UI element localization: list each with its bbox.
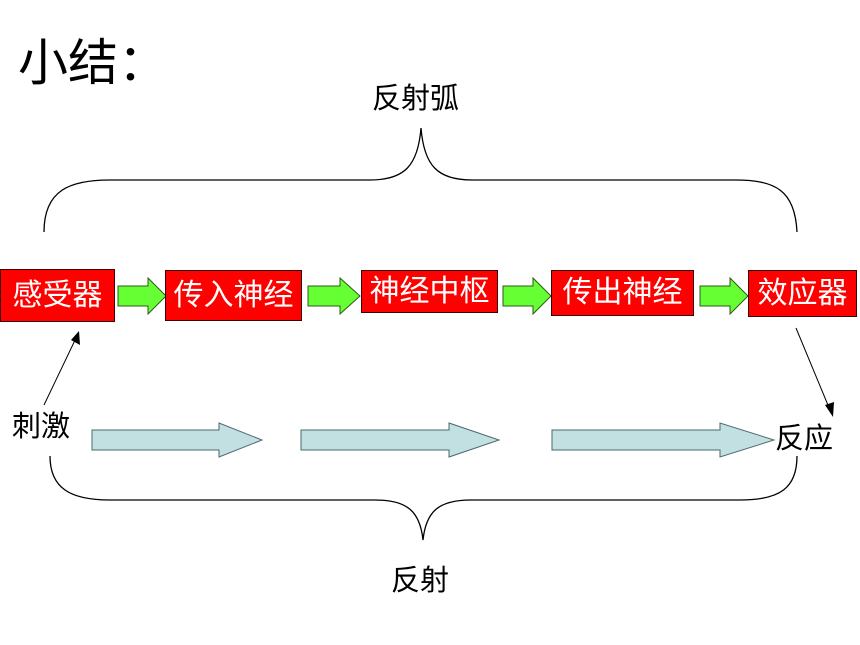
component-box-afferent-nerve: 传入神经	[165, 270, 302, 321]
bottom-arrow-2	[300, 422, 501, 458]
component-box-efferent-nerve: 传出神经	[551, 270, 694, 316]
stimulus-to-receptor-line	[43, 335, 78, 406]
reflex-label: 反射	[391, 563, 450, 597]
top-brace	[43, 127, 798, 233]
component-box-effector: 效应器	[748, 270, 857, 317]
bottom-arrow-3	[551, 422, 776, 458]
component-box-nerve-center: 神经中枢	[361, 270, 498, 313]
effector-to-response-line	[795, 327, 831, 411]
reflex-arc-label: 反射弧	[372, 81, 460, 115]
stimulus-label: 刺激	[12, 409, 71, 443]
flow-arrow-3	[502, 276, 552, 316]
response-label: 反应	[775, 421, 834, 455]
stimulus-to-receptor-head	[71, 331, 80, 345]
flow-arrow-1	[117, 276, 167, 316]
slide-title: 小结：	[18, 34, 168, 92]
flow-arrow-4	[699, 276, 749, 316]
bottom-brace	[49, 455, 798, 541]
bottom-arrow-1	[91, 422, 264, 458]
effector-to-response-head	[825, 402, 834, 417]
component-box-receptor: 感受器	[0, 269, 115, 322]
flow-arrow-2	[307, 276, 361, 316]
